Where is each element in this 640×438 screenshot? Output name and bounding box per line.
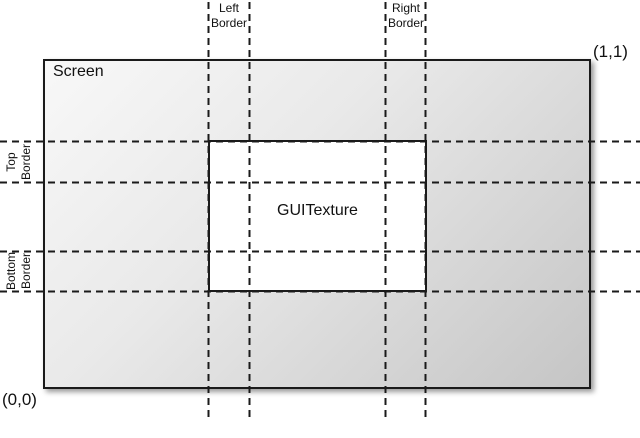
right-border-label: Right Border	[387, 1, 425, 30]
guitexture-rect	[208, 140, 427, 292]
coordinate-origin: (0,0)	[2, 390, 37, 409]
top-border-label: Top Border	[4, 143, 33, 181]
coordinate-top-right: (1,1)	[593, 42, 628, 61]
screen-label: Screen	[53, 63, 104, 80]
bottom-border-label: Bottom Border	[4, 252, 33, 291]
left-border-label: Left Border	[210, 1, 248, 30]
guitexture-label: GUITexture	[277, 202, 358, 219]
